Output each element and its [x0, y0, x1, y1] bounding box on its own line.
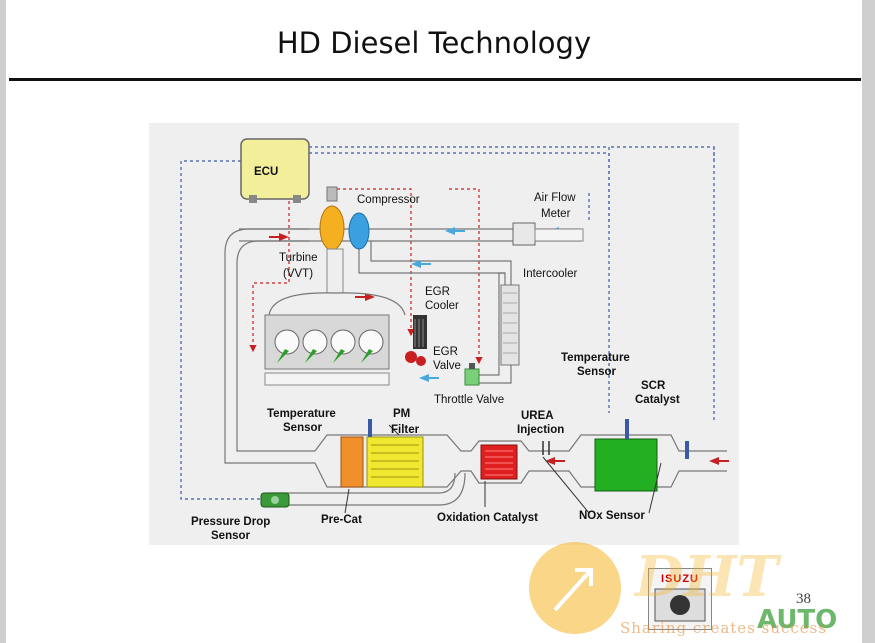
- scr-label-1: SCR: [641, 380, 666, 392]
- egr-valve-label-2: Valve: [433, 360, 461, 372]
- slide-title: HD Diesel Technology: [276, 26, 592, 60]
- aftertreatment-pipe: [269, 434, 727, 506]
- pressure-drop-label-1: Pressure Drop: [191, 516, 270, 528]
- egr-cooler-label-2: Cooler: [425, 300, 459, 312]
- ecu: ECU: [240, 138, 310, 203]
- urea-injector: [542, 441, 550, 455]
- turbine-label-1: Turbine: [279, 252, 318, 264]
- engine-block: [264, 292, 406, 386]
- pressure-drop-label-2: Sensor: [211, 530, 251, 542]
- watermark-tagline: Sharing creates success: [620, 619, 828, 637]
- egr-signal-lines: [249, 183, 483, 365]
- nox-sensor-label: NOx Sensor: [579, 510, 645, 522]
- compressor-label: Compressor: [357, 194, 420, 206]
- urea-label-2: Injection: [517, 424, 564, 436]
- page-number: 38: [796, 591, 811, 607]
- temp-sensor-right-label-2: Sensor: [577, 366, 617, 378]
- pre-cat-label: Pre-Cat: [321, 514, 362, 526]
- temperature-sensors: [368, 419, 689, 459]
- temp-sensor-left-label-1: Temperature: [267, 408, 336, 420]
- title-divider: [9, 78, 861, 81]
- scr-catalyst: [594, 438, 658, 492]
- ecu-label: ECU: [254, 166, 278, 178]
- air-flow-meter-label-2: Meter: [541, 208, 571, 220]
- egr-cooler: [413, 315, 427, 349]
- exhaust-loop: [224, 228, 315, 464]
- throttle-valve: [464, 363, 480, 386]
- pm-filter-label-1: PM: [393, 408, 410, 420]
- pm-filter-label-2: Filter: [391, 424, 420, 436]
- turbine-label-2: (VVT): [283, 268, 313, 280]
- oxidation-catalyst: [480, 444, 518, 480]
- watermark-arrow-icon: [553, 568, 593, 612]
- pm-filter: [366, 436, 424, 488]
- turbocharger: [319, 186, 370, 294]
- pressure-drop-sensor: [260, 492, 290, 508]
- temp-sensor-right-label-1: Temperature: [561, 352, 630, 364]
- air-flow-meter-label-1: Air Flow: [534, 192, 576, 204]
- egr-valve-label-1: EGR: [433, 346, 458, 358]
- temp-sensor-left-label-2: Sensor: [283, 422, 323, 434]
- exhaust-arrows: [269, 233, 729, 465]
- watermark: DHT AUTO: [529, 542, 837, 635]
- scr-label-2: Catalyst: [635, 394, 680, 406]
- intercooler: [500, 284, 520, 366]
- callout-lines: [344, 424, 662, 514]
- pre-cat: [340, 436, 364, 488]
- signal-lines: [180, 146, 715, 500]
- air-flow-meter: [512, 222, 584, 246]
- watermark-logo: DHT: [633, 544, 782, 610]
- badge-text: ISUZU: [661, 573, 699, 585]
- intercooler-label: Intercooler: [523, 268, 578, 280]
- slide: HD Diesel Technology: [6, 0, 862, 643]
- throttle-valve-label: Throttle Valve: [434, 394, 504, 406]
- egr-valve: [405, 351, 426, 366]
- urea-label-1: UREA: [521, 410, 554, 422]
- watermark-auto: AUTO: [757, 605, 837, 635]
- diesel-system-diagram: ECU: [149, 123, 739, 545]
- badge-graphic: [654, 588, 706, 622]
- oxidation-catalyst-label: Oxidation Catalyst: [437, 512, 538, 524]
- isuzu-badge: ISUZU: [648, 568, 712, 630]
- egr-cooler-label-1: EGR: [425, 286, 450, 298]
